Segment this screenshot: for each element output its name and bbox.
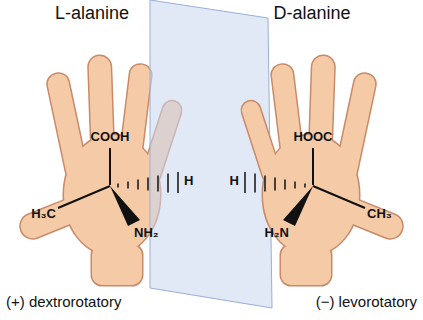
- rotation-label: (−) levorotatory: [316, 294, 417, 311]
- solid-wedge: [110, 186, 140, 226]
- group-label: H₃C: [31, 207, 56, 221]
- bond-line: [313, 186, 365, 208]
- group-label: H₂N: [264, 226, 289, 240]
- atom-label: H: [230, 174, 239, 188]
- hashed-wedge: [118, 172, 178, 193]
- enantiomer-title: D-alanine: [273, 4, 350, 24]
- bond-line: [312, 148, 314, 185]
- right-hand: [240, 56, 406, 285]
- group-label: NH₂: [134, 226, 159, 240]
- atom-label: H: [184, 174, 193, 188]
- hashed-wedge: [245, 172, 305, 193]
- group-label: CH₃: [367, 207, 392, 221]
- solid-wedge: [283, 186, 313, 226]
- bond-line: [58, 186, 110, 208]
- mirror-plane: [150, 0, 272, 308]
- enantiomer-title: L-alanine: [55, 4, 129, 24]
- group-label: COOH: [91, 130, 130, 144]
- group-label: HOOC: [294, 130, 333, 144]
- bond-line: [109, 148, 111, 185]
- rotation-label: (+) dextrorotatory: [6, 294, 121, 311]
